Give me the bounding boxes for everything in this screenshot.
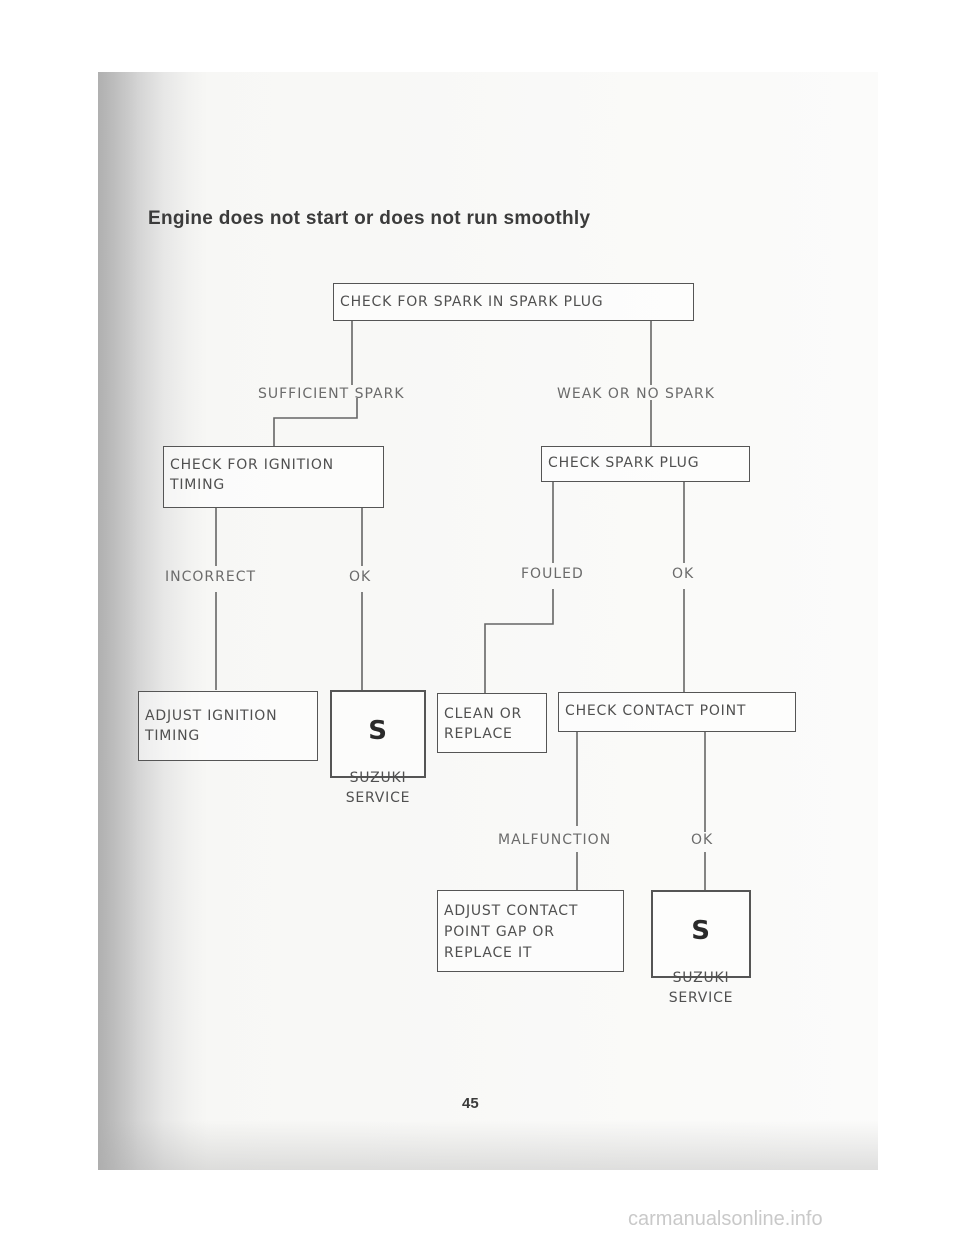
page-number: 45 [462,1095,479,1112]
watermark: carmanualsonline.info [628,1208,823,1230]
weak-no-spark-label: WEAK OR NO SPARK [557,386,715,402]
clean-replace-node: CLEAN OR REPLACE [437,693,547,753]
suzuki-logo-icon: S [368,716,388,746]
suzuki-service-node-1: S SUZUKI SERVICE [330,690,426,806]
check-timing-node: CHECK FOR IGNITION TIMING [163,446,384,508]
contact-ok-label: OK [691,832,714,848]
malfunction-label: MALFUNCTION [498,832,612,848]
page-title: Engine does not start or does not run sm… [148,208,591,229]
manual-page [98,72,878,1170]
suzuki-service-label: SUZUKI SERVICE [345,770,411,806]
suzuki-service-label: SUZUKI SERVICE [668,970,734,1006]
check-contact-node: CHECK CONTACT POINT [558,692,796,732]
page-shadow [98,72,208,1170]
incorrect-label: INCORRECT [165,569,257,585]
page-bottom-shadow [98,1120,878,1170]
sufficient-spark-label: SUFFICIENT SPARK [258,386,405,402]
adjust-timing-node: ADJUST IGNITION TIMING [138,691,318,761]
adjust-contact-node: ADJUST CONTACT POINT GAP OR REPLACE IT [437,890,624,972]
check-plug-node: CHECK SPARK PLUG [541,446,750,482]
timing-ok-label: OK [349,569,372,585]
suzuki-service-node-2: S SUZUKI SERVICE [651,890,751,1006]
fouled-label: FOULED [521,566,584,582]
plug-ok-label: OK [672,566,695,582]
check-spark-node: CHECK FOR SPARK IN SPARK PLUG [333,283,694,321]
suzuki-logo-icon: S [691,916,711,946]
